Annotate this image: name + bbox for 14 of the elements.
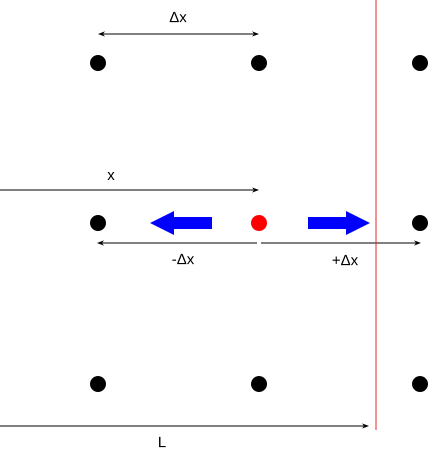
dimension-label: -Δx [172,254,194,264]
dimension-label: x [107,172,115,180]
dot [412,55,428,71]
dot [412,215,428,231]
dot [90,376,106,392]
dot [251,376,267,392]
dot [251,55,267,71]
dot [90,215,106,231]
dimension-label: Δx [170,12,187,22]
dot [412,376,428,392]
dot [251,215,267,231]
dimension-label: +Δx [332,254,358,266]
dot [90,55,106,71]
dimension-label: L [159,436,166,448]
